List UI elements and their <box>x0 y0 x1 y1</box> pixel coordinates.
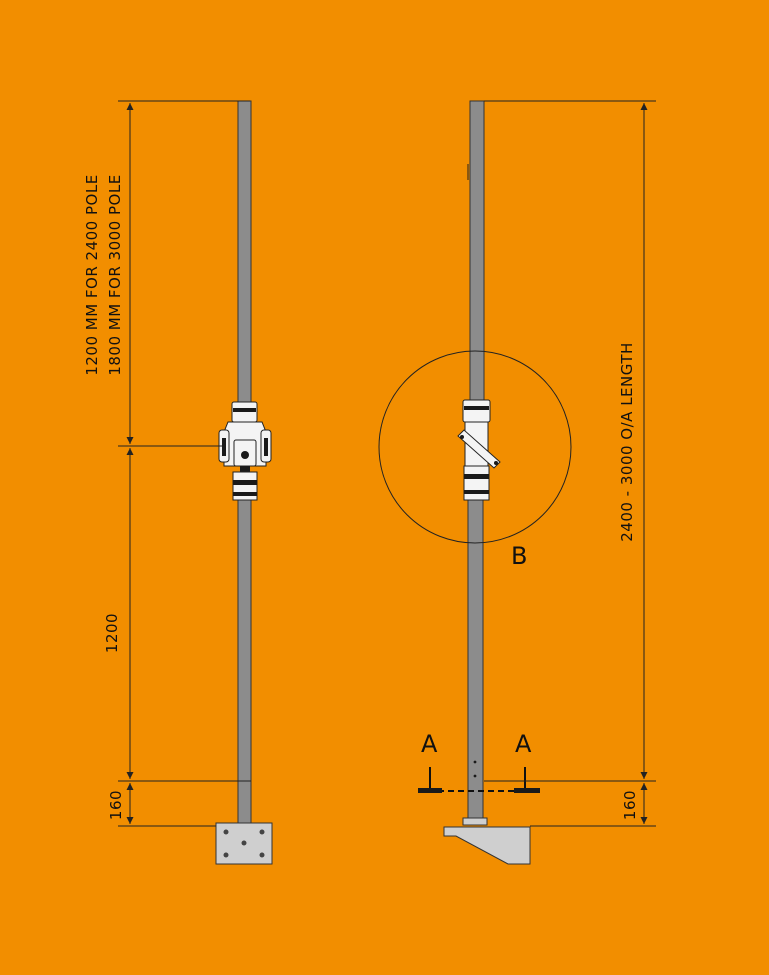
section-a-a: A A <box>418 730 540 793</box>
clamp-assembly-side <box>457 399 501 501</box>
dimension-base-right: 160 <box>530 783 656 827</box>
dimension-text-160-right: 160 <box>621 790 639 820</box>
dimension-text-overall-length: 2400 - 3000 O/A LENGTH <box>618 342 636 542</box>
dimension-overall-length: 2400 - 3000 O/A LENGTH <box>484 100 656 782</box>
dimension-lower-section: 1200 <box>103 448 238 782</box>
dimension-base-left: 160 <box>107 783 216 827</box>
dimension-text-3000-pole: 1800 MM FOR 3000 POLE <box>106 174 124 375</box>
base-plate-front <box>215 822 273 865</box>
front-view: 1200 MM FOR 2400 POLE 1800 MM FOR 3000 P… <box>83 100 273 865</box>
detail-circle-b <box>378 350 572 544</box>
side-view: B A A 2400 - 3000 O/A LENGTH 160 <box>378 100 656 865</box>
dimension-text-1200: 1200 <box>103 613 121 653</box>
lower-pole-front <box>237 499 252 826</box>
section-label-a-right: A <box>515 730 532 758</box>
clamp-assembly-front <box>218 401 272 501</box>
upper-pole-front <box>237 100 252 407</box>
detail-label-b: B <box>511 542 527 570</box>
dimension-top-section: 1200 MM FOR 2400 POLE 1800 MM FOR 3000 P… <box>83 100 250 447</box>
dimension-text-2400-pole: 1200 MM FOR 2400 POLE <box>83 174 101 375</box>
dimension-text-160-left: 160 <box>107 790 125 820</box>
base-bracket-side <box>443 817 531 865</box>
section-label-a-left: A <box>421 730 438 758</box>
upper-pole-side <box>469 100 485 407</box>
